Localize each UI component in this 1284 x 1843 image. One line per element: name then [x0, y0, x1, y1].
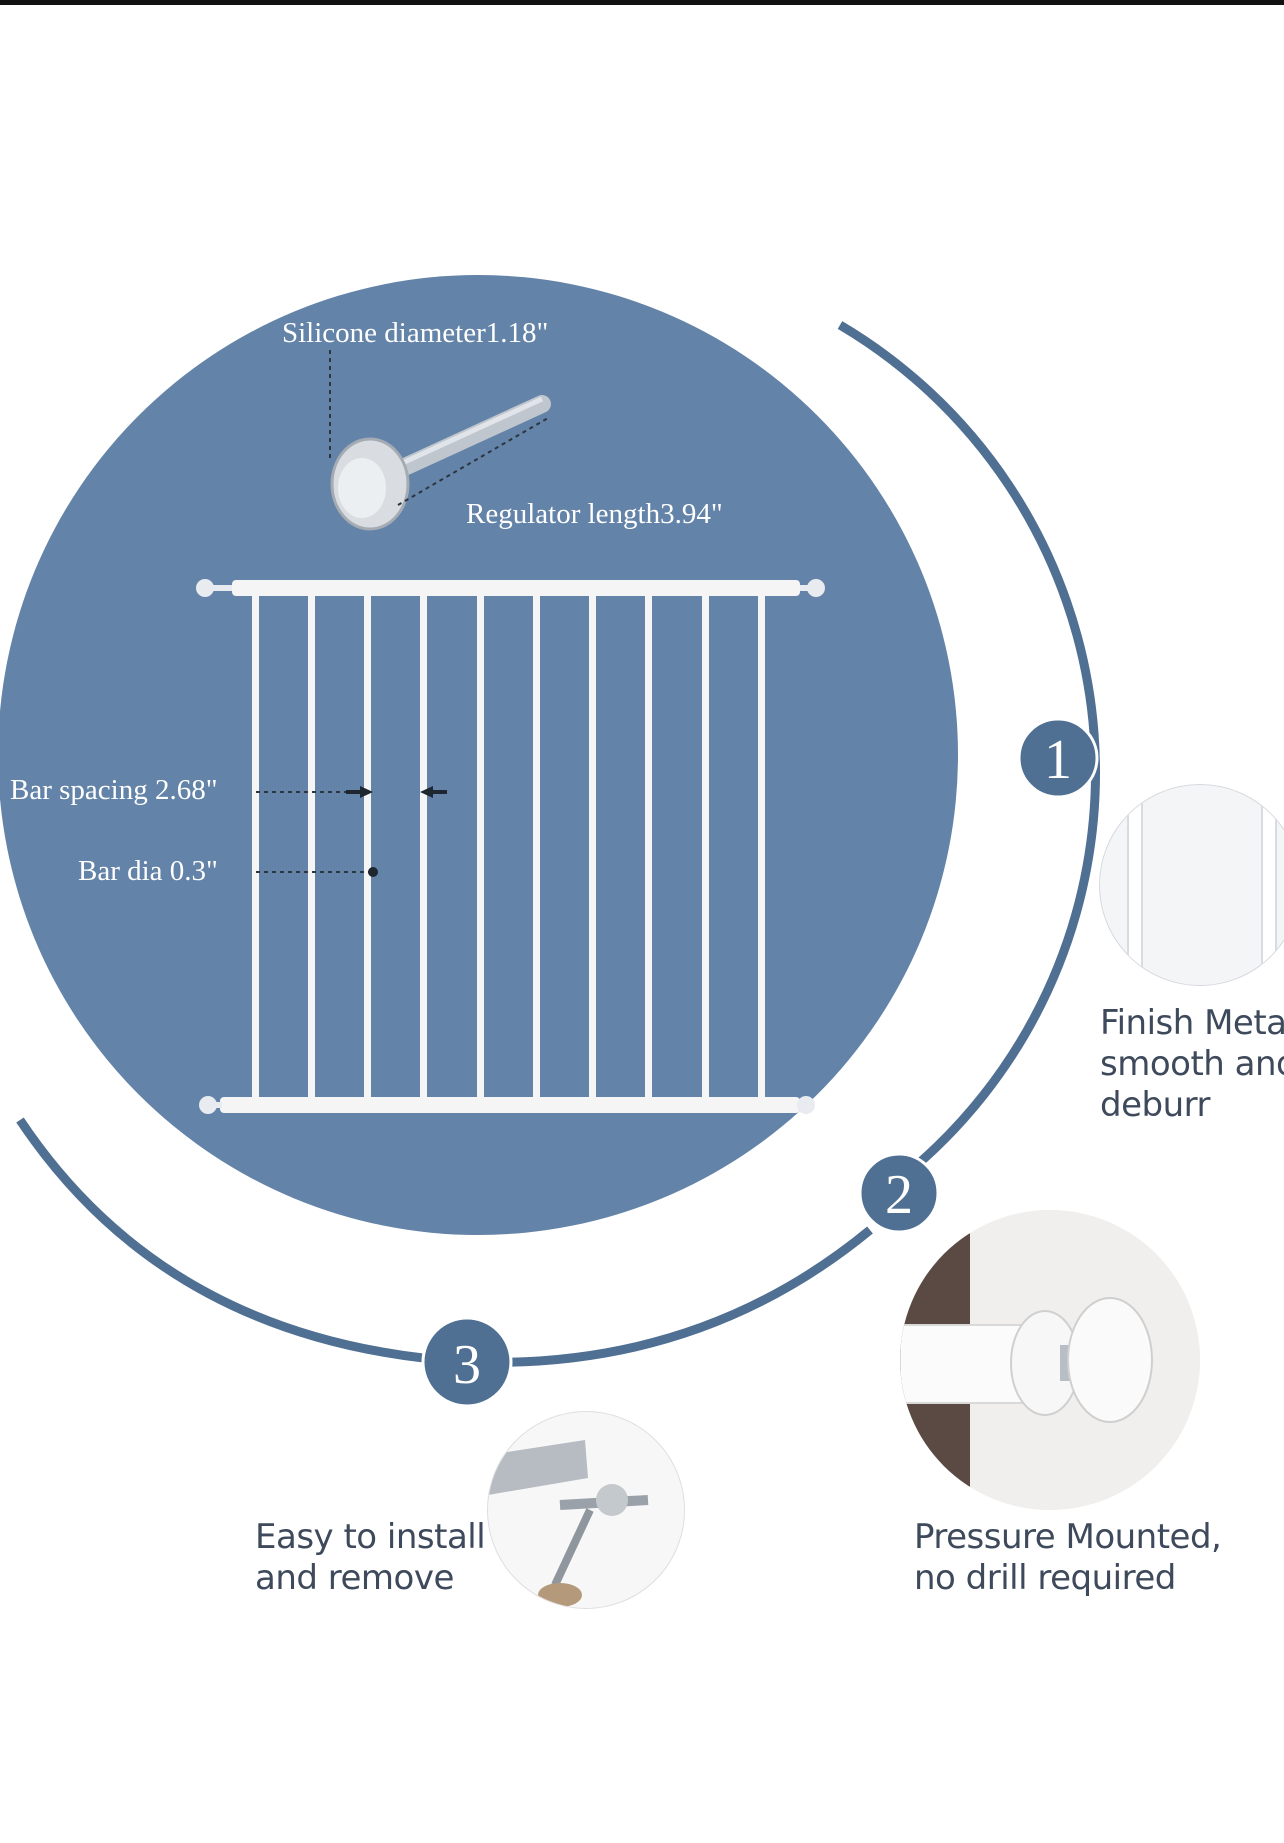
svg-text:2: 2	[885, 1164, 913, 1226]
step-2-badge: 2	[858, 1152, 940, 1234]
feature-caption-pressure: Pressure Mounted, no drill required	[914, 1517, 1222, 1598]
bar-spacing-label: Bar spacing 2.68"	[10, 774, 218, 806]
feature-caption-install: Easy to install and remove	[255, 1517, 486, 1598]
step-3-badge: 3	[421, 1316, 513, 1408]
feature-image-metal	[1099, 784, 1284, 986]
feature-image-pressure-mount	[900, 1210, 1200, 1510]
silicone-diameter-label: Silicone diameter1.18"	[282, 317, 548, 349]
top-border	[0, 0, 1284, 5]
svg-text:1: 1	[1044, 729, 1072, 791]
step-1-badge: 1	[1017, 717, 1099, 799]
gate-illustration	[196, 579, 825, 1114]
regulator-bolt	[329, 350, 551, 531]
bar-spacing-indicator	[256, 786, 447, 798]
feature-caption-metal: Finish Metal smooth and deburr	[1100, 1003, 1284, 1125]
bar-dia-indicator	[256, 867, 378, 877]
regulator-length-label: Regulator length3.94"	[466, 498, 723, 530]
outer-arc-right	[837, 321, 1100, 1179]
svg-text:3: 3	[453, 1334, 481, 1396]
bar-dia-label: Bar dia 0.3"	[78, 855, 218, 887]
feature-image-install	[487, 1411, 685, 1609]
